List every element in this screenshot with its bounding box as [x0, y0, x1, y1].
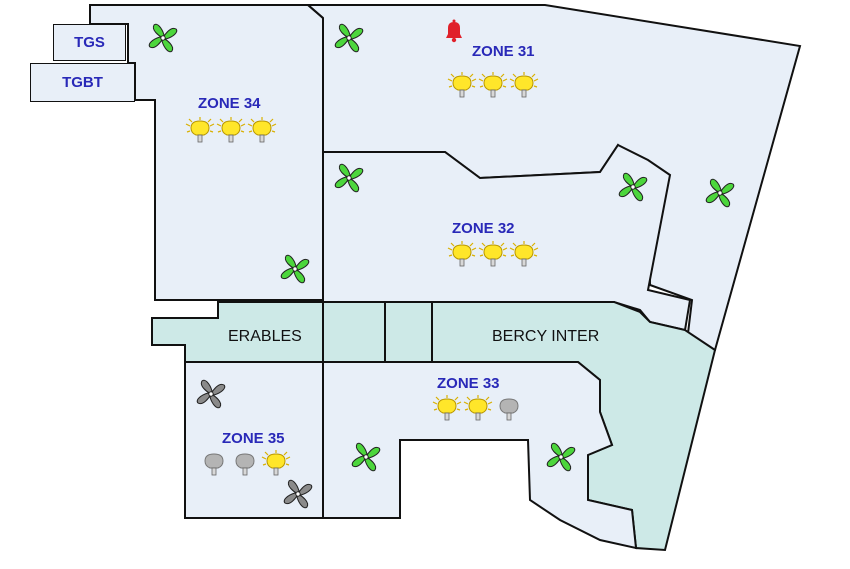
light-bulb-on-icon[interactable]: [432, 395, 462, 421]
light-bulb-on-icon[interactable]: [216, 117, 246, 143]
light-bulb-on-icon[interactable]: [447, 72, 477, 98]
wall: [307, 4, 324, 19]
fan-icon[interactable]: [283, 479, 313, 509]
bercy-inter-label: BERCY INTER: [492, 328, 599, 345]
tgs-button[interactable]: TGS: [53, 24, 126, 61]
light-bulb-off-icon[interactable]: [499, 398, 519, 421]
zone-35-label: ZONE 35: [222, 430, 285, 447]
fan-icon[interactable]: [280, 254, 310, 284]
light-bulb-on-icon[interactable]: [463, 395, 493, 421]
light-bulb-on-icon[interactable]: [509, 241, 539, 267]
tgbt-button[interactable]: TGBT: [30, 63, 135, 102]
fan-icon[interactable]: [148, 23, 178, 53]
light-bulb-off-icon[interactable]: [235, 453, 255, 476]
light-bulb-off-icon[interactable]: [204, 453, 224, 476]
light-bulb-on-icon[interactable]: [447, 241, 477, 267]
fan-icon[interactable]: [196, 379, 226, 409]
light-bulb-on-icon[interactable]: [247, 117, 277, 143]
light-bulb-on-icon[interactable]: [185, 117, 215, 143]
light-bulb-on-icon[interactable]: [509, 72, 539, 98]
light-bulb-on-icon[interactable]: [261, 450, 291, 476]
zone-34-label: ZONE 34: [198, 95, 261, 112]
zone-33-label: ZONE 33: [437, 375, 500, 392]
light-bulb-on-icon[interactable]: [478, 72, 508, 98]
erables-label: ERABLES: [228, 328, 302, 345]
fan-icon[interactable]: [618, 172, 648, 202]
fan-icon[interactable]: [351, 442, 381, 472]
zone-33-area[interactable]: [322, 361, 638, 550]
fan-icon[interactable]: [334, 163, 364, 193]
fan-icon[interactable]: [334, 23, 364, 53]
alarm-bell-icon[interactable]: [446, 19, 462, 43]
fan-icon[interactable]: [705, 178, 735, 208]
zone-31-label: ZONE 31: [472, 43, 535, 60]
light-bulb-on-icon[interactable]: [478, 241, 508, 267]
fan-icon[interactable]: [546, 442, 576, 472]
zone-32-label: ZONE 32: [452, 220, 515, 237]
